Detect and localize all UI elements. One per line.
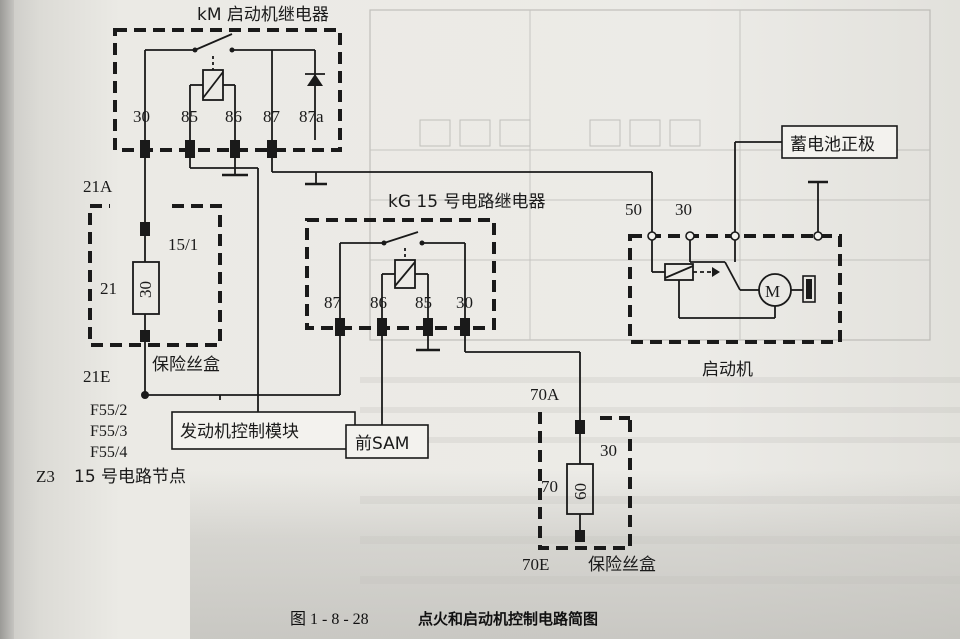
kg-pin-label: 86 [370,293,387,312]
fuse-21-number: 21 [100,279,117,298]
book-spine-shadow [0,0,14,639]
fuse-box-70: 70A 30 60 70 70E 保险丝盒 [522,385,656,575]
fuse-list-item: F55/2 [90,402,127,419]
fuse-70-number: 70 [541,477,558,496]
fuse-21-dashed-box [88,204,222,347]
battery-positive-label: 蓄电池正极 [790,135,875,155]
figure-title: 点火和启动机控制电路简图 [418,610,598,628]
km-pin-label: 30 [133,107,150,126]
starter-motor: 50 30 M [625,200,842,380]
engine-control-module-label: 发动机控制模块 [180,422,299,442]
kg-pin-label: 87 [324,293,342,312]
fuse-70-rating: 60 [571,483,590,500]
starter-pin-label: 30 [675,200,692,219]
fuse-21-box-label: 保险丝盒 [152,355,220,375]
starter-relay-title: kM 启动机继电器 [197,5,329,25]
km-pin-label: 87a [299,107,324,126]
motor-symbol: M [765,282,780,301]
km-pin-label: 87 [263,107,281,126]
circuit15-relay-dashed-box [305,218,496,330]
km-pin-label: 85 [181,107,198,126]
starter-relay-dashed-box [113,28,342,152]
pinion-icon [802,275,816,303]
fuse-box-21: 21A 15/1 30 21 保险丝盒 21E [83,177,222,399]
figure-number: 图 1 - 8 - 28 [290,611,369,628]
fuse-21-bottom-label: 21E [83,367,110,386]
node-code: Z3 [36,467,55,486]
starter-relay-km: kM 启动机继电器 30 85 86 87 [113,5,342,177]
fuse-70-dashed-box [538,412,632,550]
front-sam-label: 前SAM [355,434,409,454]
front-sam-box [345,424,429,459]
fuse-70-pin-label: 30 [600,441,617,460]
circuit15-relay-title: kG 15 号电路继电器 [388,192,545,212]
starter-label: 启动机 [702,360,753,380]
fuse-21-rating: 30 [136,281,155,298]
battery-positive-box [781,125,898,159]
fuse-70-bottom-label: 70E [522,555,549,574]
node-label: 15 号电路节点 [74,467,186,487]
fuse-70-box-label: 保险丝盒 [588,555,656,575]
fuse-21-top-label: 21A [83,177,113,196]
fuse-21-pin-label: 15/1 [168,235,198,254]
diode-icon [307,74,323,86]
fuse-list-item: F55/4 [90,444,127,461]
fuse-list-item: F55/3 [90,423,127,440]
kg-pin-label: 85 [415,293,432,312]
km-pin-label: 86 [225,107,242,126]
circuit15-relay-kg: kG 15 号电路继电器 87 86 85 30 [305,192,545,352]
engine-control-module-box [171,411,356,450]
kg-pin-label: 30 [456,293,473,312]
fuse-70-top-label: 70A [530,385,560,404]
starter-pin-label: 50 [625,200,642,219]
fuse-21-element [132,261,160,315]
